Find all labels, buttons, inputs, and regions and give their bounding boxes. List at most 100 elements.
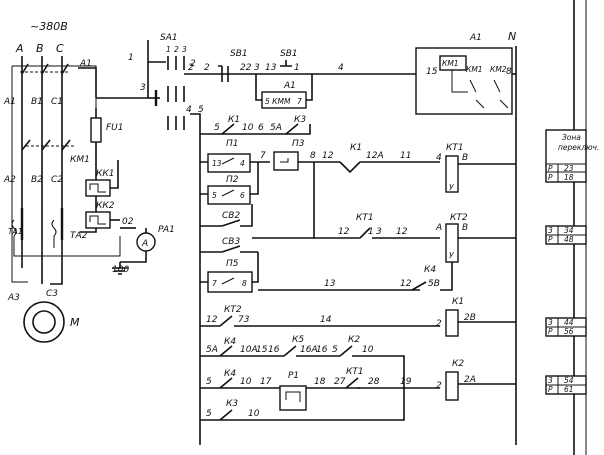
km1-contact-a: КМ1: [466, 65, 483, 74]
wire-13b: 13: [324, 279, 336, 289]
ta2-label: ТА2: [70, 231, 88, 241]
label-b2: B2: [31, 175, 43, 185]
wire-27: 27: [334, 377, 346, 387]
fuse-fu1: [90, 117, 102, 143]
km1-small-label: КМ1: [442, 59, 459, 68]
wire-5d: 5: [206, 377, 212, 387]
svg-text:61: 61: [564, 385, 574, 394]
main-contactor-contacts: [21, 139, 74, 151]
svg-text:44: 44: [564, 318, 574, 327]
p2-contact-6: 6: [240, 191, 245, 200]
svg-text:Зона: Зона: [562, 133, 581, 142]
switch-pos-3: 3: [182, 45, 187, 54]
coil-k1-left: 2: [436, 319, 442, 329]
label-a2: A2: [3, 175, 16, 185]
p1-contact-4: 4: [240, 159, 245, 168]
sb1-start-term: 1: [294, 63, 300, 73]
a1-term-15: 15: [426, 67, 438, 77]
wire-15: 15: [256, 345, 268, 355]
phase-label-a: A: [15, 42, 24, 55]
k3b-label: К3: [226, 399, 238, 409]
wire-16a: 16А: [300, 345, 318, 355]
kk1-label: КК1: [96, 169, 115, 179]
coil-k1-right: 2В: [464, 313, 476, 323]
label-c2: C2: [51, 175, 63, 185]
fuse-label: FU1: [106, 123, 124, 133]
p1-contact: [221, 157, 235, 165]
wire-5a: 5А: [270, 123, 282, 133]
wire-4: 4: [338, 63, 344, 73]
kmm-label: 5 КММ: [265, 97, 291, 106]
coil-kt1-bottom: У: [449, 183, 454, 192]
svg-text:переключ.: переключ.: [558, 143, 599, 152]
side-table-2: 3 34 Р 48: [545, 225, 587, 245]
k1b-label: К1: [350, 143, 362, 153]
svg-text:Р: Р: [548, 385, 553, 394]
ground-wire-label: 100: [112, 265, 129, 275]
wire-13: 13: [265, 63, 277, 73]
svg-text:23: 23: [564, 164, 574, 173]
side-table-4: 3 54 Р 61: [545, 375, 587, 395]
wire-10c: 10: [240, 377, 252, 387]
wire-10: 10: [242, 123, 254, 133]
current-transformers: [11, 208, 136, 257]
sb1-start-label: SB1: [280, 49, 298, 59]
wire-6: 6: [258, 123, 264, 133]
svg-text:Р: Р: [548, 235, 553, 244]
svg-text:3: 3: [548, 318, 553, 327]
switch-pos-1: 1: [166, 45, 171, 54]
motor-label: М: [70, 316, 80, 329]
p5-contact: [221, 277, 235, 285]
ammeter-symbol: A: [141, 239, 148, 249]
km1-contact-b: КМ2: [490, 65, 507, 74]
kmm-term: 7: [297, 97, 302, 106]
p5-contact-8: 8: [242, 279, 247, 288]
wire-18: 18: [314, 377, 326, 387]
a1-hold-wires: [255, 74, 313, 101]
bus-label-a1: A1: [79, 59, 92, 69]
wire-5e: 5: [206, 409, 212, 419]
coil-kt2: [445, 223, 459, 263]
a1-device-label: А1: [469, 33, 482, 43]
wire-14: 14: [320, 315, 332, 325]
kt1b-label: КТ1: [346, 367, 364, 377]
svg-text:Р: Р: [548, 327, 553, 336]
label-c1: C1: [51, 97, 63, 107]
coil-kt2-right: В: [462, 223, 468, 233]
cb3-label: СВ3: [222, 237, 240, 247]
p1-timer-label: Р1: [288, 371, 299, 381]
p2-contact: [221, 189, 235, 197]
k1-contact: [221, 123, 235, 135]
k5-contact: [283, 345, 297, 357]
wire-1: 1: [368, 227, 374, 237]
svg-text:18: 18: [564, 173, 574, 182]
wire-12f: 12: [206, 315, 218, 325]
wire-10a: 10А: [240, 345, 258, 355]
p1-timer-box: [279, 385, 307, 411]
p-group-wires: [200, 161, 270, 195]
row-k3b-return: [260, 388, 405, 421]
wire-17: 17: [260, 377, 272, 387]
coil-kt1-left: 4: [436, 153, 442, 163]
label-b1: B1: [31, 97, 43, 107]
p1-contact-13: 13: [212, 159, 222, 168]
row-13-to-kt2: [440, 262, 453, 291]
motor-m: [23, 301, 65, 343]
coil-kt2-bottom: У: [449, 251, 454, 260]
neutral-label: N: [508, 30, 516, 43]
sb1-start-button: [280, 60, 292, 75]
branch-8-down: [313, 162, 340, 239]
k4c-contact: [219, 377, 233, 389]
coil-k2-left: 2: [436, 381, 442, 391]
switch-pos-2: 2: [174, 45, 179, 54]
k2-label: К2: [348, 335, 360, 345]
label-a1: A1: [3, 97, 16, 107]
k5-label: К5: [292, 335, 304, 345]
switch-sa1: [148, 56, 185, 130]
wire-8: 8: [310, 151, 316, 161]
wire-11: 11: [400, 151, 411, 161]
wire-2b: 2: [204, 63, 210, 73]
wire-12d: 12: [396, 227, 408, 237]
p3-contact: [280, 158, 289, 163]
